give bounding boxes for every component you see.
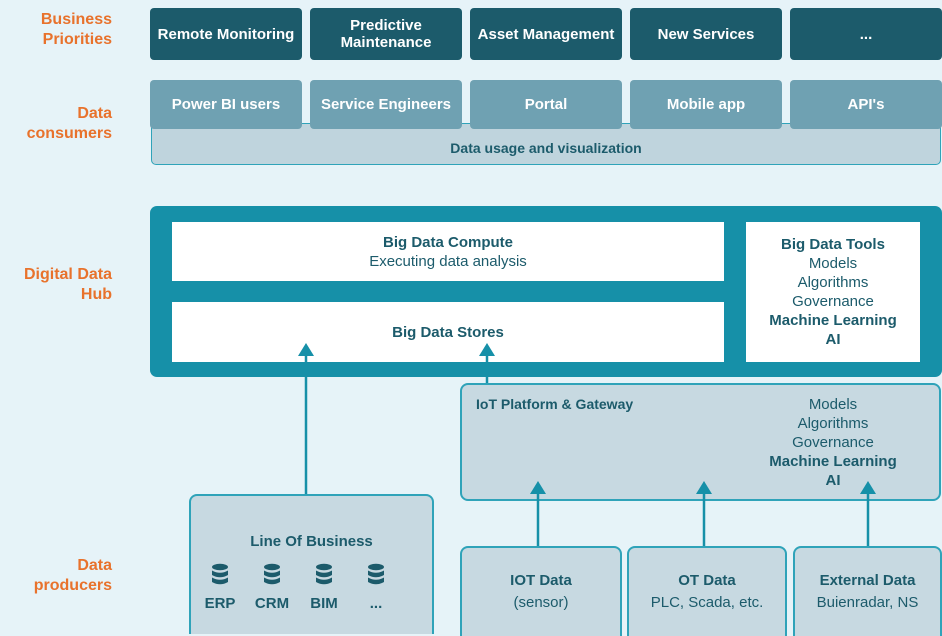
iot-platform-title: IoT Platform & Gateway <box>476 396 634 412</box>
big-data-compute: Big Data Compute Executing data analysis <box>172 222 724 281</box>
big-data-tools: Big Data Tools Models Algorithms Governa… <box>746 222 920 362</box>
row-label-business-priorities: Business Priorities <box>40 11 112 48</box>
iot-item-governance: Governance <box>792 434 874 451</box>
producer-iot-text: IOT Data (sensor) <box>460 571 622 612</box>
database-icon <box>212 563 228 585</box>
iot-item-models: Models <box>808 396 858 413</box>
producer-ot-text: OT Data PLC, Scada, etc. <box>627 571 787 612</box>
compute-subtitle: Executing data analysis <box>369 252 527 270</box>
row-label-digital-data-hub: Digital Data Hub <box>23 266 112 303</box>
iot-item-ai: AI <box>825 472 841 489</box>
priority-predictive-maintenance: Predictive Maintenance <box>310 8 462 60</box>
iot-item-ml: Machine Learning <box>769 453 897 470</box>
tools-item-ai: AI <box>825 331 841 348</box>
producer-ot-data <box>627 546 787 636</box>
priority-remote-monitoring: Remote Monitoring <box>150 8 302 60</box>
consumer-power-bi: Power BI users <box>150 80 302 129</box>
tools-item-algorithms: Algorithms <box>797 274 869 291</box>
database-icon <box>264 563 280 585</box>
producer-ot-subtitle: PLC, Scada, etc. <box>650 594 764 611</box>
database-icon <box>368 563 384 585</box>
stores-title: Big Data Stores <box>392 323 504 341</box>
big-data-stores: Big Data Stores <box>172 302 724 362</box>
consumers-footer: Data usage and visualization <box>450 140 642 156</box>
consumer-apis: API's <box>790 80 942 129</box>
row-label-data-consumers: Data consumers <box>26 105 112 142</box>
producer-external-text: External Data Buienradar, NS <box>793 571 942 612</box>
producer-iot-title: IOT Data <box>510 572 572 589</box>
consumer-portal: Portal <box>470 80 622 129</box>
producer-iot-subtitle: (sensor) <box>513 594 569 611</box>
tools-title: Big Data Tools <box>781 236 885 253</box>
database-icon <box>316 563 332 585</box>
iot-platform-list: Models Algorithms Governance Machine Lea… <box>760 395 906 490</box>
consumer-mobile-app: Mobile app <box>630 80 782 129</box>
line-of-business-panel <box>189 494 434 634</box>
system-erp: ERP <box>204 595 236 612</box>
iot-item-algorithms: Algorithms <box>797 415 869 432</box>
priority-more: ... <box>790 8 942 60</box>
tools-item-ml: Machine Learning <box>769 312 897 329</box>
producer-external-title: External Data <box>819 572 916 589</box>
compute-title: Big Data Compute <box>382 233 513 251</box>
priority-asset-management: Asset Management <box>470 8 622 60</box>
row-label-data-producers: Data producers <box>33 557 112 594</box>
producer-iot-data <box>460 546 622 636</box>
priority-new-services: New Services <box>630 8 782 60</box>
producer-external-data <box>793 546 942 636</box>
tools-item-governance: Governance <box>792 293 874 310</box>
tools-item-models: Models <box>808 255 858 272</box>
consumer-service-engineers: Service Engineers <box>310 80 462 129</box>
producer-ot-title: OT Data <box>678 572 736 589</box>
line-of-business-title: Line Of Business <box>250 533 373 550</box>
system-more: ... <box>369 595 383 612</box>
system-crm: CRM <box>254 595 290 612</box>
producer-external-subtitle: Buienradar, NS <box>816 594 919 611</box>
system-bim: BIM <box>310 595 338 612</box>
